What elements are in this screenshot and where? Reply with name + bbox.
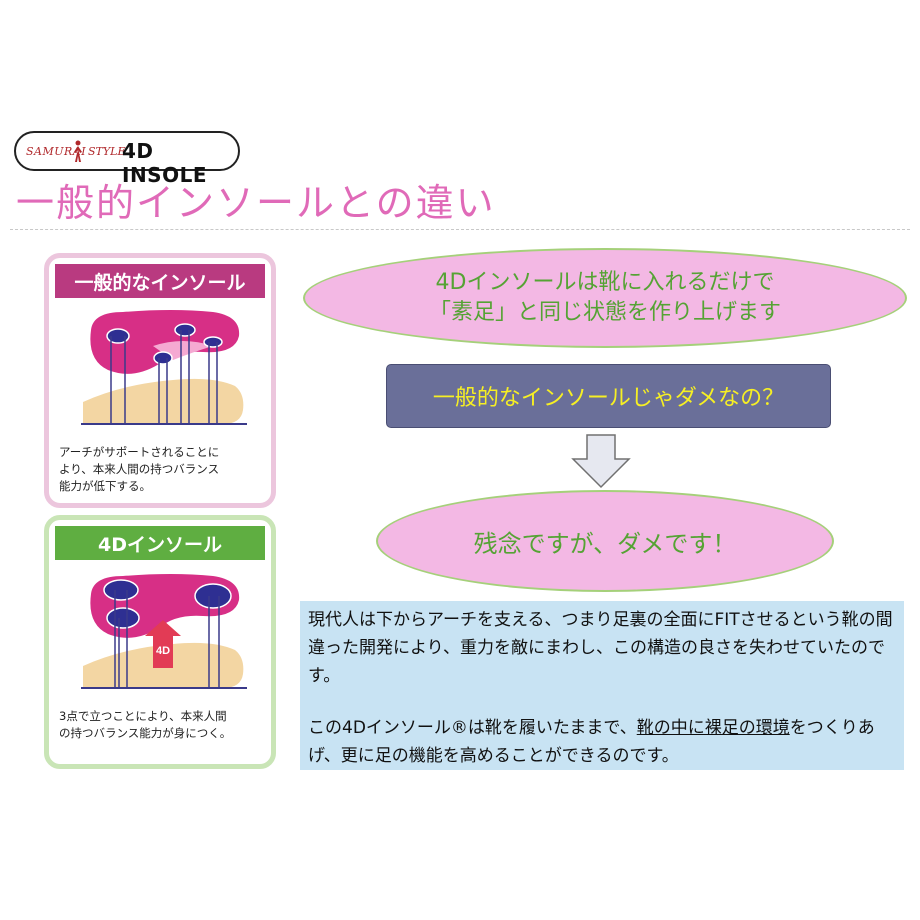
intro-bubble: 4Dインソールは靴に入れるだけで 「素足」と同じ状態を作り上げます bbox=[303, 248, 907, 348]
samurai-figure-icon bbox=[74, 140, 82, 162]
up-arrow-icon bbox=[145, 620, 181, 668]
explanation-box: 現代人は下からアーチを支える、つまり足裏の全面にFITさせるという靴の間違った開… bbox=[300, 601, 904, 770]
down-arrow-icon bbox=[571, 434, 631, 489]
barefoot-highlight: 靴の中に裸足の環境 bbox=[636, 718, 790, 738]
page-title: 一般的インソールとの違い bbox=[16, 181, 496, 225]
4d-badge: 4D bbox=[156, 645, 170, 657]
explanation-paragraph-2: この4Dインソール®は靴を履いたままで、靴の中に裸足の環境をつくりあげ、更に足の… bbox=[308, 718, 875, 766]
explanation-paragraph-1: 現代人は下からアーチを支える、つまり足裏の全面にFITさせるという靴の間違った開… bbox=[308, 610, 893, 686]
brand-badge: SAMURAI STYLE 4D INSOLE bbox=[14, 131, 240, 187]
question-box: 一般的なインソールじゃダメなの？ bbox=[386, 364, 831, 428]
support-point-icon bbox=[153, 351, 173, 365]
4d-insole-caption: 3点で立つことにより、本来人間 の持つバランス能力が身につく。 bbox=[59, 709, 232, 740]
general-insole-illustration bbox=[81, 310, 247, 425]
4d-insole-illustration: 4D bbox=[81, 574, 247, 689]
support-point-icon bbox=[194, 583, 232, 609]
general-insole-caption: アーチがサポートされることに より、本来人間の持つバランス 能力が低下する。 bbox=[59, 445, 220, 493]
support-point-icon bbox=[203, 336, 223, 348]
4d-insole-header: 4Dインソール bbox=[55, 526, 265, 560]
4d-insole-panel: 4Dインソール 4D 3点で立つことにより、本来人間 の持つバランス能力が身につ… bbox=[44, 515, 276, 769]
general-insole-header: 一般的なインソール bbox=[55, 264, 265, 298]
general-insole-panel: 一般的なインソール アーチがサポートされることに より、本来人間の持つバランス … bbox=[44, 253, 276, 508]
foot-shape bbox=[83, 378, 244, 424]
support-point-icon bbox=[106, 607, 140, 629]
support-point-icon bbox=[106, 328, 130, 344]
brand-product-name: 4D INSOLE bbox=[122, 139, 207, 187]
brand-logo-style: STYLE bbox=[88, 145, 126, 158]
answer-bubble: 残念ですが、ダメです！ bbox=[376, 490, 834, 592]
title-divider bbox=[10, 229, 910, 230]
support-point-icon bbox=[174, 323, 196, 337]
insole-shape bbox=[90, 310, 240, 374]
support-point-icon bbox=[103, 579, 139, 601]
brand-logo-text: SAMURAI bbox=[26, 145, 87, 158]
